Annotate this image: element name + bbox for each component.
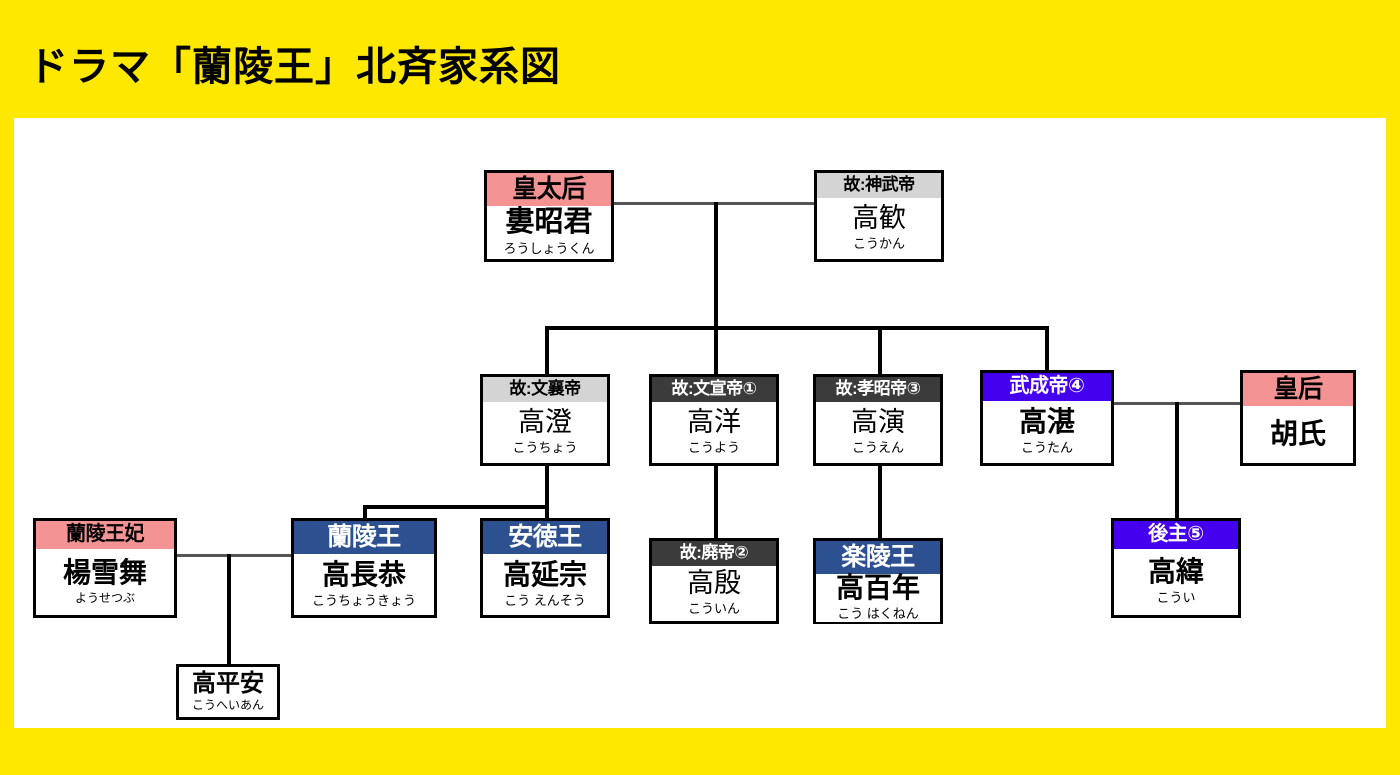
person-box-kouen[interactable]: 故:孝昭帝③ 高演 こうえん (813, 374, 943, 466)
person-kana: こうちょうきょう (311, 592, 416, 608)
person-header: 後主⑤ (1114, 521, 1238, 549)
person-kana: こうへいあん (191, 697, 264, 712)
drop-to-kouchou (545, 326, 549, 374)
person-box-kouensou[interactable]: 安徳王 高延宗 こう えんそう (480, 518, 610, 618)
person-kana: こうたん (1020, 440, 1073, 455)
person-name: 高延宗 (502, 558, 587, 590)
person-name: 高平安 (192, 669, 264, 697)
person-body: 高歓 こうかん (817, 197, 941, 259)
person-box-yousetsubu[interactable]: 蘭陵王妃 楊雪舞 ようせつぶ (33, 518, 177, 618)
page-title: ドラマ「蘭陵王」北斉家系図 (28, 45, 561, 89)
person-kana: ろうしょうくん (503, 241, 595, 257)
person-body: 高平安 こうへいあん (179, 667, 277, 717)
person-name: 婁昭君 (505, 206, 593, 239)
person-header: 皇太后 (487, 173, 611, 207)
person-box-kouyou[interactable]: 故:文宣帝① 高洋 こうよう (649, 374, 779, 466)
descent-line-koukan (714, 202, 718, 328)
person-box-koshi[interactable]: 皇后 胡氏 (1240, 370, 1356, 466)
person-box-koui[interactable]: 後主⑤ 高緯 こうい (1111, 518, 1241, 618)
person-body: 高長恭 こうちょうきょう (294, 554, 434, 615)
person-box-rou-shoukun[interactable]: 皇太后 婁昭君 ろうしょうくん (484, 170, 614, 262)
person-box-kouheian[interactable]: 高平安 こうへいあん (176, 664, 280, 720)
person-kana: こう えんそう (504, 592, 586, 608)
person-header: 故:文宣帝① (652, 377, 776, 402)
person-body: 高緯 こうい (1114, 549, 1238, 615)
person-box-kouhakunen[interactable]: 楽陵王 高百年 こう はくねん (813, 538, 943, 624)
descent-line-kouheian (227, 554, 231, 664)
drop-to-koutan (1045, 326, 1049, 374)
person-body: 高百年 こう はくねん (816, 572, 940, 623)
person-header: 武成帝④ (983, 373, 1111, 401)
descent-line-kouen (878, 466, 882, 538)
person-kana: こうい (1156, 590, 1196, 605)
person-name: 胡氏 (1269, 417, 1326, 449)
person-kana: こうよう (687, 439, 740, 455)
person-name: 高長恭 (321, 558, 406, 590)
person-name: 高歓 (852, 202, 906, 233)
person-box-kouchoukyou[interactable]: 蘭陵王 高長恭 こうちょうきょう (291, 518, 437, 618)
descent-line-kouyou (714, 466, 718, 538)
person-name: 高湛 (1018, 406, 1075, 437)
person-kana: ようせつぶ (74, 590, 135, 605)
person-name: 高洋 (687, 406, 741, 437)
person-name: 高百年 (835, 572, 920, 604)
sibling-bar-kouchou (363, 505, 549, 509)
person-box-kouchou[interactable]: 故:文襄帝 高澄 こうちょう (480, 374, 610, 466)
person-box-kouin[interactable]: 故:廃帝② 高殷 こういん (649, 538, 779, 624)
person-header: 故:神武帝 (817, 173, 941, 198)
person-header: 皇后 (1243, 373, 1353, 407)
drop-to-kouen (878, 326, 882, 374)
person-body: 高湛 こうたん (983, 401, 1111, 463)
person-box-koukan[interactable]: 故:神武帝 高歓 こうかん (814, 170, 944, 262)
descent-line-koutan (1175, 402, 1179, 538)
person-box-koutan[interactable]: 武成帝④ 高湛 こうたん (980, 370, 1114, 466)
marriage-line-kouchoukyou (177, 554, 293, 557)
person-body: 婁昭君 ろうしょうくん (487, 206, 611, 259)
drop-to-kouyou (714, 326, 718, 374)
person-name: 高緯 (1147, 556, 1204, 587)
person-body: 高延宗 こう えんそう (483, 554, 607, 615)
person-header: 故:廃帝② (652, 541, 776, 566)
person-header: 故:文襄帝 (483, 377, 607, 402)
person-body: 高演 こうえん (816, 401, 940, 463)
person-header: 安徳王 (483, 521, 607, 555)
person-body: 高殷 こういん (652, 565, 776, 621)
sibling-bar-gen2 (545, 326, 1049, 330)
person-body: 胡氏 (1243, 406, 1353, 463)
person-kana: こういん (687, 600, 740, 616)
person-body: 高澄 こうちょう (483, 401, 607, 463)
diagram-panel: 皇太后 婁昭君 ろうしょうくん 故:神武帝 高歓 こうかん 故:文襄帝 高澄 こ… (14, 118, 1386, 728)
person-name: 高演 (851, 406, 905, 437)
person-name: 高澄 (518, 406, 572, 437)
person-body: 高洋 こうよう (652, 401, 776, 463)
person-header: 故:孝昭帝③ (816, 377, 940, 402)
person-kana: こう はくねん (837, 606, 919, 622)
person-header: 楽陵王 (816, 541, 940, 575)
person-header: 蘭陵王妃 (36, 521, 174, 549)
person-kana: こうちょう (512, 439, 578, 455)
person-kana: こうえん (851, 439, 904, 455)
person-name: 高殷 (687, 567, 741, 598)
person-body: 楊雪舞 ようせつぶ (36, 549, 174, 615)
person-kana: こうかん (852, 235, 905, 251)
person-name: 楊雪舞 (62, 556, 147, 588)
descent-line-kouchou (545, 466, 549, 508)
person-header: 蘭陵王 (294, 521, 434, 555)
